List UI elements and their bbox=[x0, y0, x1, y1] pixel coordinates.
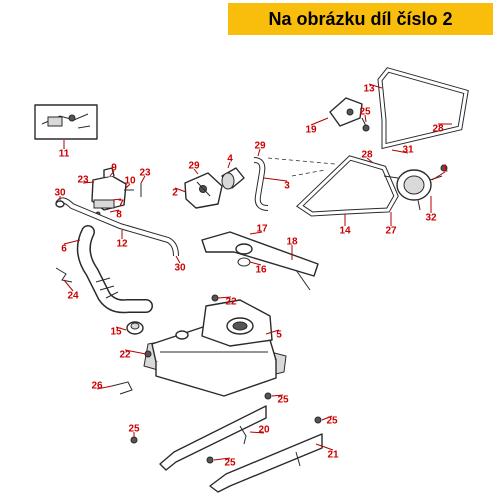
callout-leader bbox=[140, 175, 146, 184]
part-2-bracket bbox=[184, 172, 223, 209]
callout-label: 27 bbox=[385, 226, 397, 237]
part-5-fuel-tank bbox=[143, 299, 287, 397]
part-14-mounting-frame bbox=[296, 155, 399, 217]
callout-leader bbox=[227, 161, 231, 169]
callout-label: 21 bbox=[327, 450, 339, 461]
callout-label: 1 bbox=[442, 164, 448, 175]
callout-leader bbox=[368, 83, 383, 89]
callout-leader bbox=[111, 198, 122, 201]
callout-label: 8 bbox=[116, 210, 122, 221]
callout-label: 23 bbox=[77, 175, 89, 186]
part-26-clip bbox=[111, 381, 133, 395]
callout-leader bbox=[364, 114, 367, 123]
callout-label: 29 bbox=[254, 141, 266, 152]
callout-label: 26 bbox=[91, 381, 103, 392]
callout-leader bbox=[249, 261, 262, 266]
part-20-rail bbox=[159, 405, 267, 471]
callout-label: 9 bbox=[111, 163, 117, 174]
callout-leader bbox=[82, 181, 95, 184]
part-19-bracket bbox=[329, 97, 363, 127]
callout-layer: 1234567891011121314151617181920212222232… bbox=[54, 84, 452, 469]
callout-leader bbox=[431, 171, 446, 181]
callout-label: 15 bbox=[110, 327, 122, 338]
callout-label: 30 bbox=[54, 188, 66, 199]
callout-label: 6 bbox=[61, 244, 67, 255]
callout-leader bbox=[315, 443, 334, 451]
part-15-cap bbox=[126, 321, 144, 335]
banner-text: Na obrázku díl číslo 2 bbox=[268, 8, 453, 29]
callout-label: 19 bbox=[305, 125, 317, 136]
callout-label: 25 bbox=[224, 458, 236, 469]
callout-label: 7 bbox=[118, 199, 124, 210]
bolt-25 bbox=[362, 124, 370, 132]
part-12-hose bbox=[55, 197, 179, 257]
callout-label: 28 bbox=[432, 124, 444, 135]
callout-label: 14 bbox=[339, 226, 351, 237]
callout-leader bbox=[271, 394, 284, 397]
callout-label: 32 bbox=[425, 213, 437, 224]
callout-label: 20 bbox=[258, 425, 270, 436]
callout-label: 24 bbox=[67, 291, 79, 302]
part-13-frame bbox=[377, 67, 469, 150]
part-18-bracket-arm bbox=[201, 231, 319, 291]
callout-leader bbox=[174, 187, 187, 193]
callout-leader bbox=[249, 231, 263, 235]
callout-leader bbox=[213, 457, 231, 461]
callout-leader bbox=[310, 117, 329, 126]
callout-label: 25 bbox=[326, 416, 338, 427]
part-6-filler-hose bbox=[76, 225, 153, 314]
part-4-fuel-filter bbox=[221, 167, 245, 190]
callout-leader bbox=[249, 431, 265, 434]
callout-label: 10 bbox=[124, 176, 136, 187]
callout-label: 25 bbox=[359, 107, 371, 118]
part-24-clip bbox=[55, 267, 73, 283]
callout-leader bbox=[263, 177, 288, 182]
callout-leader bbox=[217, 296, 232, 299]
callout-leader bbox=[63, 239, 81, 245]
callout-label: 5 bbox=[276, 330, 282, 341]
callout-leader bbox=[257, 148, 261, 157]
callout-leader bbox=[124, 349, 147, 355]
callout-label: 11 bbox=[59, 149, 70, 160]
callout-leader bbox=[109, 209, 120, 213]
callout-leader bbox=[175, 255, 181, 264]
callout-label: 12 bbox=[116, 239, 128, 250]
part-11-wiring-box bbox=[34, 104, 98, 140]
bolt-22 bbox=[211, 294, 219, 302]
part-21-rail bbox=[209, 433, 323, 493]
callout-label: 22 bbox=[119, 350, 131, 361]
callout-label: 25 bbox=[277, 395, 289, 406]
callout-leader bbox=[193, 168, 199, 175]
callout-label: 18 bbox=[286, 237, 298, 248]
callout-leader bbox=[115, 326, 127, 331]
callout-leader bbox=[391, 149, 409, 154]
callout-leader bbox=[321, 415, 333, 421]
callout-leader bbox=[109, 170, 115, 177]
callout-label: 28 bbox=[361, 150, 373, 161]
callout-label: 30 bbox=[174, 263, 186, 274]
part-1-fuel-pump bbox=[383, 169, 443, 211]
callout-leader bbox=[366, 157, 373, 163]
callout-label: 25 bbox=[128, 424, 140, 435]
callout-leader bbox=[63, 279, 74, 292]
callout-label: 22 bbox=[225, 297, 237, 308]
callout-label: 4 bbox=[227, 154, 233, 165]
callout-label: 17 bbox=[256, 224, 268, 235]
callout-label: 13 bbox=[363, 84, 375, 95]
part-number-banner: Na obrázku díl číslo 2 bbox=[228, 3, 493, 35]
callout-label: 23 bbox=[139, 168, 151, 179]
callout-leader bbox=[96, 385, 113, 390]
callout-label: 3 bbox=[284, 181, 290, 192]
callout-label: 31 bbox=[402, 145, 414, 156]
callout-label: 2 bbox=[172, 188, 178, 199]
callout-leader bbox=[265, 329, 280, 335]
callout-leader bbox=[125, 183, 131, 189]
callout-label: 29 bbox=[188, 161, 200, 172]
callout-label: 16 bbox=[255, 265, 267, 276]
